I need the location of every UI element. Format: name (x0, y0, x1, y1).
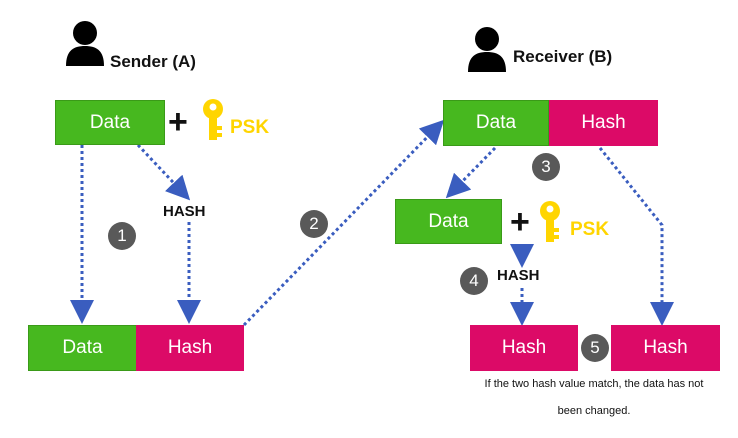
arrow-recv-data-to-data (445, 146, 497, 199)
step-1-badge: 1 (108, 222, 136, 250)
computed-hash-box: Hash (470, 325, 578, 371)
sender-person-icon (66, 21, 104, 66)
sender-plus-sign: + (168, 103, 188, 141)
sender-key-icon (203, 99, 223, 140)
receiver-psk-label: PSK (570, 219, 610, 240)
received-hash-label: Hash (643, 337, 688, 358)
match-note-line1: If the two hash value match, the data ha… (484, 378, 704, 390)
arrow-recv-hash-to-compare (598, 147, 674, 326)
sent-hash-box: Hash (136, 325, 244, 371)
computed-hash-label: Hash (501, 337, 547, 358)
receiver-plus-sign: + (510, 203, 530, 241)
sent-data-label: Data (62, 337, 103, 358)
step-5-badge: 5 (581, 334, 609, 362)
step-3-badge: 3 (532, 153, 560, 181)
step-4-badge: 4 (460, 267, 488, 295)
receiver-data-label: Data (475, 112, 517, 133)
sent-hash-label: Hash (167, 337, 213, 358)
arrow-transmit (242, 119, 445, 327)
sender-hash-text: HASH (163, 203, 206, 220)
receiver-hash-box: Hash (549, 100, 658, 146)
sent-data-box: Data (28, 325, 137, 371)
sender-title: Sender (A) (110, 52, 196, 71)
receiver-key-icon (540, 201, 560, 242)
receiver-data-box: Data (443, 100, 549, 146)
arrow-data-to-hash (136, 143, 191, 201)
receiver-hash-text: HASH (497, 267, 540, 284)
sender-psk-label: PSK (230, 117, 270, 138)
receiver-compute-data-box: Data (395, 199, 502, 244)
receiver-compute-data-label: Data (428, 210, 469, 232)
receiver-title: Receiver (B) (513, 47, 613, 66)
sender-data-box: Data (55, 100, 165, 145)
sender-data-label: Data (89, 111, 131, 133)
step-2-badge: 2 (300, 210, 328, 238)
received-hash-box: Hash (611, 325, 720, 371)
receiver-person-icon (468, 27, 506, 72)
match-note-line2: been changed. (557, 405, 631, 417)
receiver-hash-label: Hash (581, 112, 626, 133)
